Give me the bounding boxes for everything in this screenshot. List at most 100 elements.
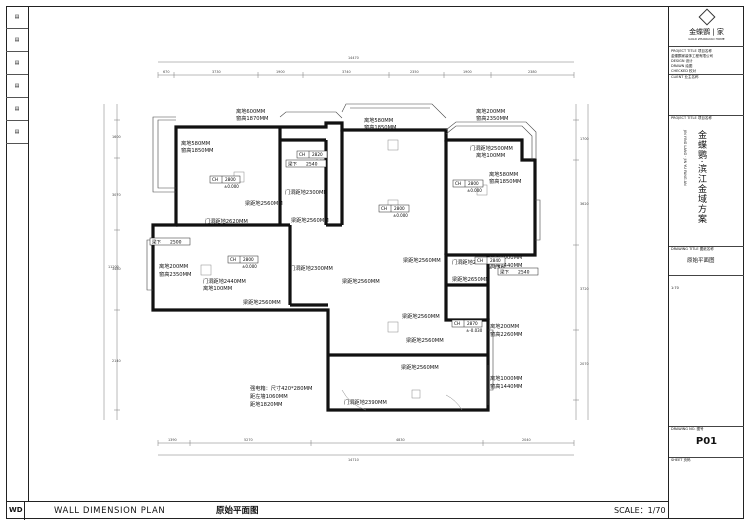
dim-right: 3720 <box>580 287 589 291</box>
tag-box <box>209 175 241 184</box>
dim-bottom: 2040 <box>522 438 531 442</box>
scale-row: 1:70 <box>671 286 679 290</box>
tag-box <box>149 237 191 246</box>
dimension-ticks <box>114 72 579 446</box>
ceiling-height-tags: CH2800±0.000CH2820±-0.030CH2800±0.000CH2… <box>149 150 539 333</box>
left-revision-strip: ▤ ▤ ▤ ▤ ▤ ▤ <box>6 6 29 501</box>
windows-balconies <box>146 103 541 405</box>
door-swing-icon <box>445 394 463 411</box>
dim-top: 1900 <box>463 70 472 74</box>
ceiling-height-tag: CH 2800 ±0.000 <box>452 179 484 193</box>
light-icon <box>200 264 212 276</box>
dim-right: 2070 <box>580 362 589 366</box>
plan-label: 窗高1850MM <box>364 123 397 131</box>
plan-label: 距地1820MM <box>250 400 283 408</box>
light-icon <box>387 321 399 333</box>
walls <box>151 121 537 412</box>
dim-top: 3740 <box>342 70 351 74</box>
dim-bottom: 5270 <box>244 438 253 442</box>
plan-label: 门洞距地2300MM <box>452 258 495 266</box>
dimension-lines <box>103 61 589 456</box>
tag-ch: CH <box>381 206 387 211</box>
tag-elevation: ±-0.030 <box>489 265 506 270</box>
dim-left: 3480 <box>112 267 121 271</box>
drawing-no: P01 <box>695 436 718 447</box>
project-title-label: PROJECT TITLE 项目名称 <box>671 116 712 120</box>
dim-right: 3620 <box>580 202 589 206</box>
tag-ch: CH <box>230 257 236 262</box>
plan-label: 窗高2260MM <box>490 330 523 338</box>
dim-total-top: 14470 <box>348 56 359 60</box>
tag-elevation: ±0.000 <box>467 188 482 193</box>
tag-elevation: ±0.000 <box>393 213 408 218</box>
plan-label: 梁距地2560MM <box>342 277 380 285</box>
beam-value: 2500 <box>170 240 182 246</box>
tag-value: 2800 <box>468 181 479 186</box>
divider <box>24 502 25 520</box>
dim-bottom: 4830 <box>396 438 405 442</box>
dim-top: 2380 <box>528 70 537 74</box>
plan-label: 离地1000MM <box>490 374 523 382</box>
plan-label: 离地100MM <box>476 151 505 159</box>
brand-suffix: 家 <box>716 28 724 36</box>
dim-total-bottom: 14710 <box>348 458 359 462</box>
plan-label: 窗高1870MM <box>236 114 269 122</box>
light-icon <box>387 139 399 151</box>
drawing-title-cn: 原始平面图 <box>216 505 259 516</box>
plan-label: 梁距地2560MM <box>401 363 439 371</box>
plan-label: 梁距地2650MM <box>452 275 490 283</box>
tag-value: 2840 <box>490 258 501 263</box>
tag-ch: CH <box>212 177 218 182</box>
plan-label: 离地1000MM <box>490 253 523 261</box>
tb-row: 金蝶鹦家装饰工程有限公司 <box>671 54 713 58</box>
drawing-title-en: WALL DIMENSION PLAN <box>54 506 166 516</box>
drawing-no-label: DRAWING NO. 图号 <box>671 427 704 431</box>
plan-label: 门洞距地2500MM <box>470 144 513 152</box>
dimension-text: 14470 14710 670 3730 1900 3740 2350 1900… <box>108 56 589 462</box>
dim-left-total: 11200 <box>108 265 119 269</box>
brand-name: 金蝶鹦 <box>689 28 711 36</box>
tag-value: 2870 <box>467 321 478 326</box>
sheet-label: SHEET 页码 <box>671 458 691 462</box>
tag-ch: CH <box>454 321 460 326</box>
plan-label: 窗高1850MM <box>489 177 522 185</box>
plan-label: 离地580MM <box>364 116 393 124</box>
plan-label: 离地200MM <box>476 107 505 115</box>
tag-box <box>452 179 484 188</box>
brand-en: GOLD ZHANGYAO HOME <box>688 37 725 41</box>
plan-label: 梁距地2560MM <box>243 298 281 306</box>
drawing-code: WD <box>9 506 23 514</box>
tb-row: DRAWN 绘图 <box>671 64 693 68</box>
drawing-sheet <box>6 6 744 519</box>
annotation-labels: 离地600MM窗高1870MM离地580MM窗高1850MM离地580MM窗高1… <box>159 107 523 408</box>
beam-value: 2540 <box>306 162 318 168</box>
tag-box <box>497 267 539 276</box>
tb-row: CHECKED 校对 <box>671 69 697 73</box>
plan-label: 强电箱：尺寸420*280MM <box>250 384 312 392</box>
tag-elevation: ±0.000 <box>224 184 239 189</box>
strip-cell: ▤ <box>6 121 28 144</box>
tag-ch: CH <box>455 181 461 186</box>
tag-box <box>296 150 328 159</box>
tag-elevation: ±0.000 <box>242 264 257 269</box>
light-icon <box>411 389 421 399</box>
tag-ch: CH <box>299 152 305 157</box>
plan-label: 梁距地2560MM <box>291 216 329 224</box>
plan-label: 梁距地2560MM <box>406 336 444 344</box>
strip-cell: ▤ <box>6 29 28 52</box>
dim-left: 1600 <box>112 135 121 139</box>
title-block: 金蝶鹦 | 家 GOLD ZHANGYAO HOME PROJECT TITLE… <box>668 6 744 519</box>
dim-top: 2350 <box>410 70 419 74</box>
dim-right: 1700 <box>580 137 589 141</box>
plan-label: 门洞距地2300MM <box>290 264 333 272</box>
plan-label: 窗高1850MM <box>181 146 214 154</box>
scale-label: SCALE：1/70 <box>614 506 666 515</box>
drawing-title: 原始平面图 <box>687 258 715 264</box>
plan-label: 窗高2350MM <box>476 114 509 122</box>
